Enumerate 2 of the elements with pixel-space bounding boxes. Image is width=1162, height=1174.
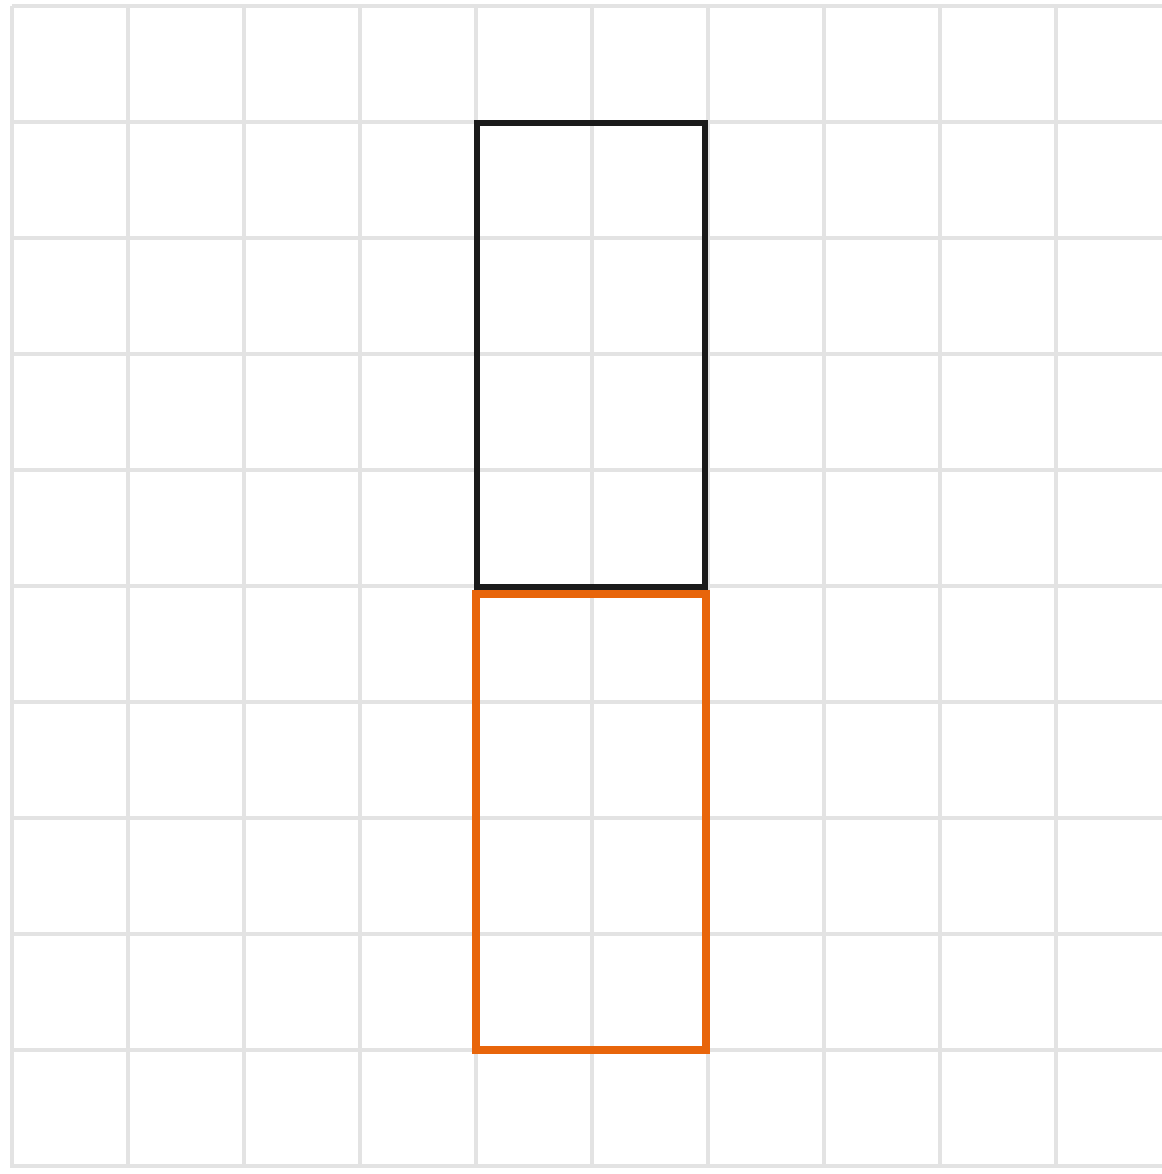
rectangle — [472, 590, 710, 1054]
rectangle — [474, 120, 708, 590]
